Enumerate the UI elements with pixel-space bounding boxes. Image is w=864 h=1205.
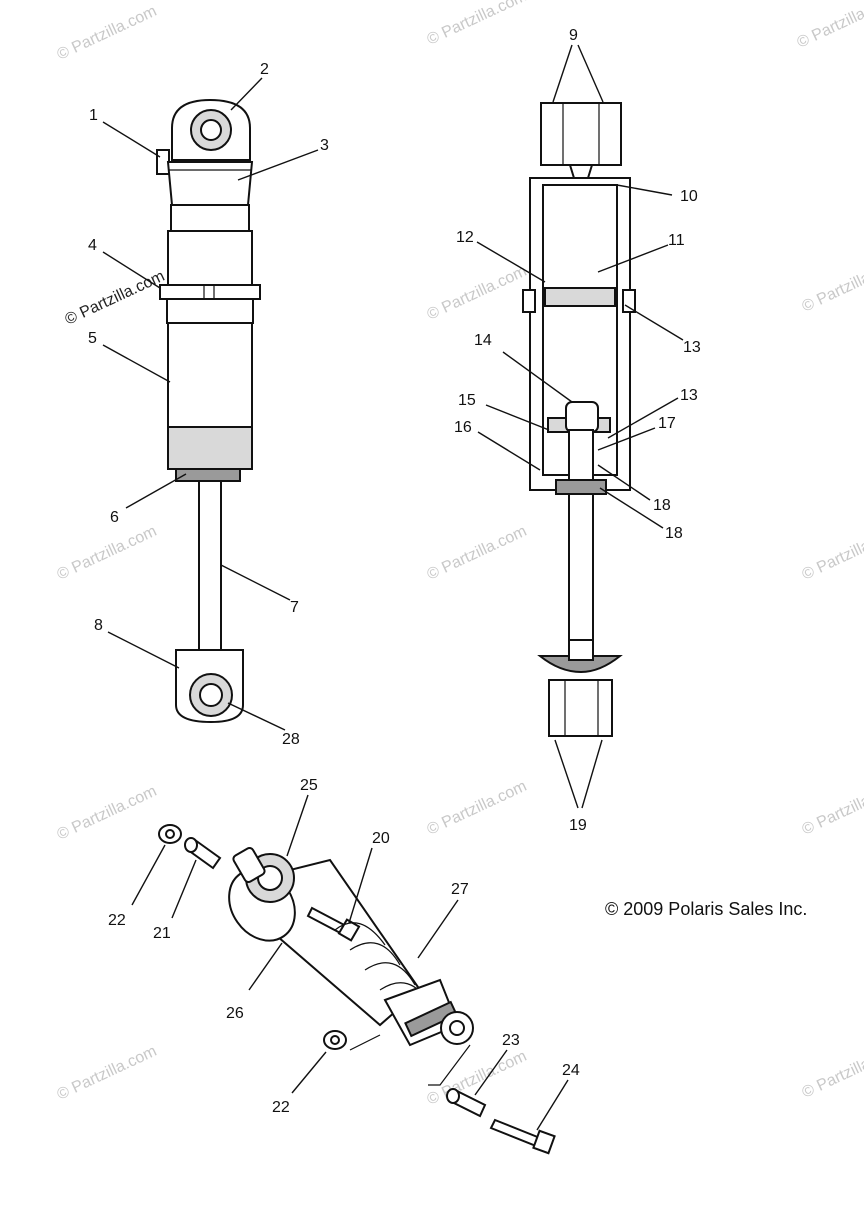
shock-exterior-view: [156, 98, 261, 724]
callout-18a: 18: [653, 497, 671, 514]
callout-labels: 1 2 3 4 5 6 7 8 28 9 10 11 12 13 14 15 1…: [88, 27, 701, 1116]
callout-16: 16: [454, 419, 472, 436]
watermark: © Partzilla.com: [795, 0, 864, 52]
callout-13: 13: [683, 339, 701, 356]
callout-19: 19: [569, 817, 587, 834]
callout-3: 3: [320, 137, 329, 154]
watermark: © Partzilla.com: [55, 1043, 160, 1104]
callout-24: 24: [562, 1062, 580, 1079]
callout-18b: 18: [665, 525, 683, 542]
callout-17: 17: [658, 415, 676, 432]
callout-2: 2: [260, 61, 269, 78]
callout-12: 12: [456, 229, 474, 246]
callout-15: 15: [458, 392, 476, 409]
callout-22b: 22: [272, 1099, 290, 1116]
watermark: © Partzilla.com: [55, 783, 160, 844]
watermark-label: © Partzilla.com: [63, 268, 168, 329]
shock-assembly-view: [158, 824, 556, 1155]
callout-1: 1: [89, 107, 98, 124]
callout-20: 20: [372, 830, 390, 847]
watermark: © Partzilla.com: [425, 1048, 530, 1109]
callout-8: 8: [94, 617, 103, 634]
callout-11: 11: [668, 232, 685, 249]
callout-7: 7: [290, 599, 299, 616]
callout-28: 28: [282, 731, 300, 748]
shock-cutaway-view: [522, 102, 636, 737]
callout-9: 9: [569, 27, 578, 44]
leader-lines: [102, 44, 684, 1131]
watermark: © Partzilla.com: [800, 255, 864, 316]
watermark: © Partzilla.com: [800, 778, 864, 839]
watermark: © Partzilla.com: [800, 1041, 864, 1102]
callout-6: 6: [110, 509, 119, 526]
watermark: © Partzilla.com: [800, 523, 864, 584]
callout-26: 26: [226, 1005, 244, 1022]
watermark: © Partzilla.com: [425, 778, 530, 839]
callout-21: 21: [153, 925, 171, 942]
callout-22a: 22: [108, 912, 126, 929]
watermark: © Partzilla.com: [55, 523, 160, 584]
callout-5: 5: [88, 330, 97, 347]
watermark: © Partzilla.com: [425, 0, 530, 49]
callout-23: 23: [502, 1032, 520, 1049]
callout-27: 27: [451, 881, 469, 898]
watermark: © Partzilla.com: [55, 3, 160, 64]
callout-13b: 13: [680, 387, 698, 404]
watermark: © Partzilla.com: [425, 523, 530, 584]
callout-10: 10: [680, 188, 698, 205]
callout-14: 14: [474, 332, 492, 349]
callout-4: 4: [88, 237, 97, 254]
callout-25: 25: [300, 777, 318, 794]
watermark: © Partzilla.com: [425, 263, 530, 324]
copyright-notice: © 2009 Polaris Sales Inc.: [605, 899, 807, 919]
